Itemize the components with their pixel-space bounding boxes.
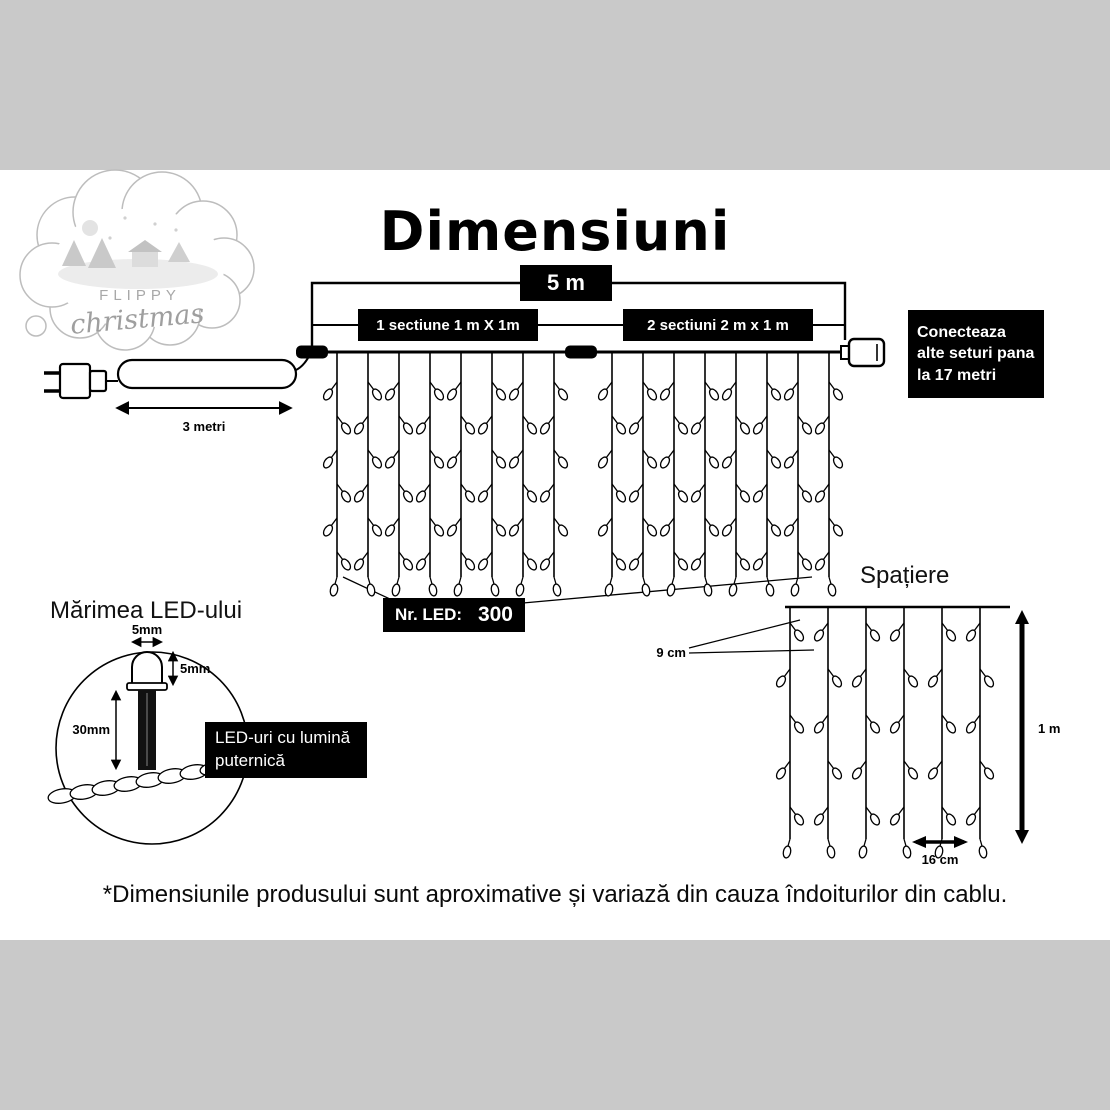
spacing-heading: Spațiere [860, 562, 950, 589]
curtain-section-1 [322, 352, 570, 597]
led-size-heading: Mărimea LED-ului [50, 597, 243, 624]
end-connector-icon [840, 337, 886, 368]
led-count-value: 300 [477, 603, 513, 626]
twisted-wire-icon [47, 762, 225, 804]
logo-scene [58, 216, 218, 289]
logo: FLIPPY christmas [19, 169, 255, 351]
curtain-section-2 [597, 352, 845, 597]
spacing-diagram: 9 cm 1 m 16 cm [656, 605, 1060, 867]
power-plug-icon [44, 362, 118, 400]
logo-name-top: FLIPPY [99, 287, 181, 304]
strand-gap-label: 16 cm [922, 852, 959, 867]
led-bulb-icon [131, 651, 163, 685]
led-count-badge: Nr. LED: 300 [383, 598, 525, 632]
led-size-diagram: 5mm 5mm 30mm [47, 622, 249, 845]
bulb-height-label: 5mm [180, 661, 210, 676]
total-width-badge: 5 m [520, 265, 612, 301]
cable-connector-icon [565, 345, 597, 359]
led-flange-icon [126, 682, 168, 691]
led-gap-label: 9 cm [656, 645, 686, 660]
page-title: Dimensiuni [379, 200, 731, 263]
led-count-label: Nr. LED: [395, 605, 463, 624]
connect-note-badge: Conecteaza alte seturi pana la 17 metri [908, 310, 1044, 398]
lead-cable-icon [116, 352, 312, 390]
section2-badge: 2 sectiuni 2 m x 1 m [623, 309, 813, 341]
logo-cloud [19, 169, 255, 351]
section1-badge: 1 sectiune 1 m X 1m [358, 309, 538, 341]
body-height-label: 30mm [72, 722, 110, 737]
cable-connector-icon [296, 345, 328, 359]
footnote: *Dimensiunile produsului sunt aproximati… [102, 881, 1008, 908]
curtain-height-label: 1 m [1038, 721, 1060, 736]
led-note-badge: LED-uri cu lumină puternică [205, 722, 367, 778]
lead-length-label: 3 metri [183, 419, 226, 434]
bulb-width-label: 5mm [132, 622, 162, 637]
